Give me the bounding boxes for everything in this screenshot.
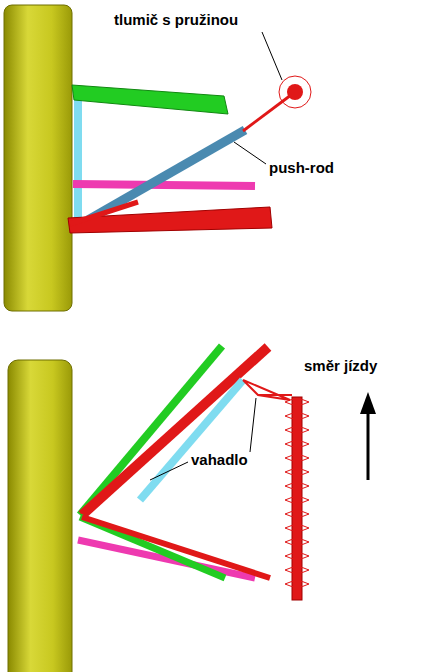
plan-view [8,346,376,672]
top-view [4,5,311,311]
upright [74,88,82,224]
coil [285,511,309,517]
coil [285,455,309,461]
track-rod [73,184,255,186]
coil [285,469,309,475]
upper-wishbone [72,85,228,114]
leader-line [150,462,188,480]
coil [285,497,309,503]
wheel [4,5,72,311]
coil [285,483,309,489]
coil [285,539,309,545]
leader-line [262,32,282,80]
part-label: push-rod [268,160,335,177]
push-rod [88,130,245,220]
spring-coils [285,399,309,587]
part-label: vahadlo [190,452,249,469]
direction-label: směr jízdy [303,358,378,375]
coil [285,427,309,433]
coil [285,581,309,587]
leader-line [234,142,266,164]
direction-arrowhead [360,392,376,414]
rocker-arm [258,394,292,396]
lower-wishbone-rear [82,517,270,578]
spring-coil [279,76,311,108]
damper-end [287,84,303,100]
push-rod [140,380,243,500]
direction-arrow [367,410,370,480]
coil [285,413,309,419]
coil [285,399,309,405]
lower-wishbone [68,207,272,233]
pushrod-mount [70,202,138,224]
coil [285,441,309,447]
rocker-link [243,92,295,131]
coil [285,567,309,573]
leader-line [250,398,256,452]
coil [285,525,309,531]
coil [285,553,309,559]
lower-wishbone-front [82,347,268,515]
rocker [243,380,290,400]
wheel [8,360,72,672]
part-label: tlumič s pružinou [113,12,239,29]
